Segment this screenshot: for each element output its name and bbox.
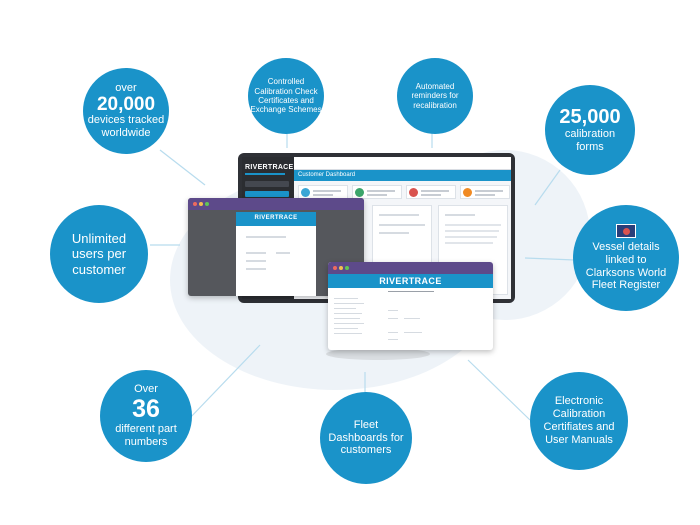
connector-forms [534, 169, 561, 206]
connector-vessel [524, 257, 576, 261]
status-card[interactable] [406, 185, 456, 199]
status-card[interactable] [352, 185, 402, 199]
certificate-document: RIVERTRACE [236, 212, 316, 296]
connector-parts [187, 344, 261, 421]
dashboard-header: Customer Dashboard [294, 170, 511, 181]
connector-certificates [467, 359, 531, 421]
certificate-window-left: RIVERTRACE [188, 198, 364, 296]
connector-devices [159, 149, 206, 186]
window-titlebar [188, 198, 364, 210]
dashboard-title: Customer Dashboard [298, 172, 356, 178]
bubble-calibration-forms: 25,000 calibration forms [545, 85, 635, 175]
bubble-automated-reminders: Automated reminders for recalibration [397, 58, 473, 134]
certificate-window-right: RIVERTRACE [328, 262, 493, 350]
document-header: RIVERTRACE [236, 212, 316, 226]
dashboard-topbar [294, 157, 511, 170]
bubble-electronic-certificates: Electronic Calibration Certifiates and U… [530, 372, 628, 470]
flag-icon [616, 223, 636, 238]
monitor-foot [326, 348, 430, 360]
sidebar-item-active[interactable] [245, 191, 289, 197]
window-titlebar [328, 262, 493, 274]
document-logo: RIVERTRACE [254, 215, 298, 221]
status-card[interactable] [460, 185, 510, 199]
bubble-part-numbers: Over 36 different part numbers [100, 370, 192, 462]
bubble-fleet-dashboards: Fleet Dashboards for customers [320, 392, 412, 484]
sidebar-item[interactable] [245, 181, 289, 187]
bubble-devices-tracked: over 20,000 devices tracked worldwide [83, 68, 169, 154]
status-card[interactable] [298, 185, 348, 199]
bubble-unlimited-users: Unlimited users per customer [50, 205, 148, 303]
document-logo: RIVERTRACE [379, 276, 442, 286]
bubble-controlled-calibration: Controlled Calibration Check Certificate… [248, 58, 324, 134]
document-header: RIVERTRACE [328, 274, 493, 288]
sidebar-logo: RIVERTRACE [245, 164, 294, 171]
bubble-vessel-details: Vessel details linked to Clarksons World… [573, 205, 679, 311]
